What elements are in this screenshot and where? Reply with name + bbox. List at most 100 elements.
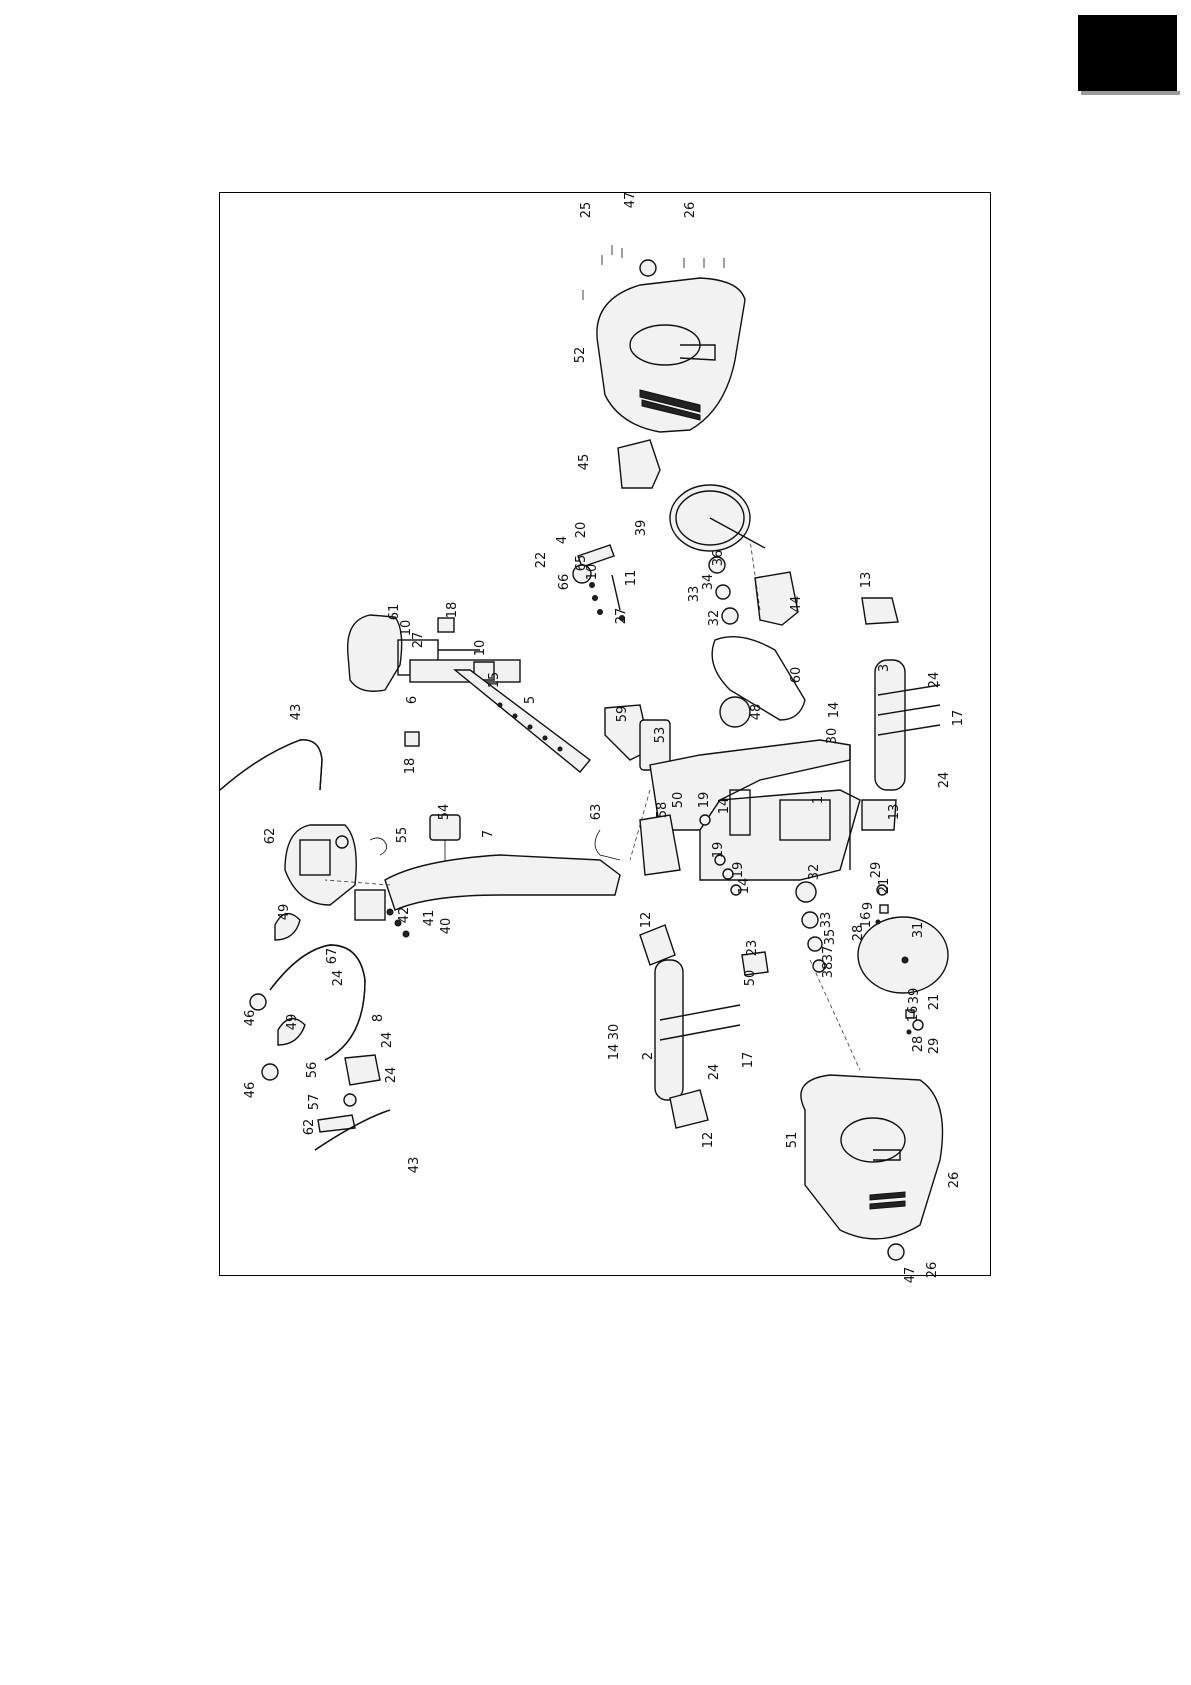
chain-cover-left bbox=[801, 1075, 943, 1260]
part-label: 21 bbox=[877, 878, 892, 895]
block-18-bottom bbox=[405, 732, 419, 746]
front-stabilizer bbox=[655, 960, 740, 1100]
handlebar-43-top bbox=[220, 740, 322, 790]
part-label: 24 bbox=[927, 672, 942, 689]
part-label: 13 bbox=[887, 804, 902, 821]
part-label: 19 bbox=[731, 862, 746, 879]
part-label: 11 bbox=[624, 570, 639, 587]
part-label: 4 bbox=[555, 536, 570, 544]
part-label: 39 bbox=[907, 988, 922, 1005]
part-label: 18 bbox=[445, 602, 460, 619]
part-label: 55 bbox=[395, 827, 410, 844]
part-label: 10 bbox=[473, 640, 488, 657]
part-label: 7 bbox=[481, 830, 496, 838]
clamp-assembly bbox=[318, 1055, 380, 1132]
part-label: 28 bbox=[911, 1036, 926, 1053]
part-label: 30 bbox=[825, 728, 840, 745]
part-label: 61 bbox=[387, 604, 402, 621]
part-label: 29 bbox=[927, 1038, 942, 1055]
part-label: 18 bbox=[403, 758, 418, 775]
part-label: 8 bbox=[371, 1014, 386, 1022]
part-label: 13 bbox=[859, 572, 874, 589]
chain-cover-right bbox=[597, 260, 745, 432]
wire-63 bbox=[595, 830, 620, 860]
part-label: 62 bbox=[302, 1119, 317, 1136]
part-label: 24 bbox=[707, 1064, 722, 1081]
part-label: 41 bbox=[422, 910, 437, 927]
part-label: 54 bbox=[437, 804, 452, 821]
part-label: 5 bbox=[523, 696, 538, 704]
part-label: 1 bbox=[811, 796, 826, 804]
part-label: 63 bbox=[589, 804, 604, 821]
part-label: 25 bbox=[579, 202, 594, 219]
part-label: 14 bbox=[717, 798, 732, 815]
part-label: 30 bbox=[607, 1024, 622, 1041]
part-label: 2 bbox=[641, 1052, 656, 1060]
part-label: 29 bbox=[869, 862, 884, 879]
part-label: 48 bbox=[749, 704, 764, 721]
main-frame bbox=[650, 740, 860, 880]
part-label: 9 bbox=[861, 902, 876, 910]
part-label: 53 bbox=[653, 727, 668, 744]
part-label: 57 bbox=[307, 1094, 322, 1111]
part-label: 21 bbox=[927, 994, 942, 1011]
belt-wheel bbox=[670, 485, 765, 551]
part-label: 42 bbox=[397, 907, 412, 924]
part-label: 39 bbox=[634, 520, 649, 537]
part-label: 59 bbox=[615, 706, 630, 723]
part-label: 51 bbox=[785, 1132, 800, 1149]
part-label: 34 bbox=[701, 574, 716, 591]
part-label: 24 bbox=[380, 1032, 395, 1049]
part-label: 24 bbox=[384, 1067, 399, 1084]
part-label: 46 bbox=[243, 1082, 258, 1099]
tension-knob bbox=[720, 697, 750, 727]
part-label: 60 bbox=[789, 667, 804, 684]
part-label: 44 bbox=[789, 596, 804, 613]
part-label: 33 bbox=[819, 912, 834, 929]
cap-46-top bbox=[250, 994, 266, 1010]
part-label: 43 bbox=[289, 704, 304, 721]
part-label: 36 bbox=[711, 550, 726, 567]
part-label: 56 bbox=[305, 1062, 320, 1079]
part-label: 47 bbox=[903, 1267, 918, 1284]
part-label: 14 bbox=[827, 702, 842, 719]
part-label: 32 bbox=[707, 610, 722, 627]
wheel-cap-12-top bbox=[640, 925, 675, 965]
part-label: 28 bbox=[851, 925, 866, 942]
part-label: 23 bbox=[745, 940, 760, 957]
part-label: 24 bbox=[937, 772, 952, 789]
part-label: 66 bbox=[557, 574, 572, 591]
end-cap-13-top bbox=[862, 598, 898, 624]
part-label: 45 bbox=[577, 454, 592, 471]
part-label: 31 bbox=[911, 922, 926, 939]
part-label: 33 bbox=[687, 586, 702, 603]
part-label: 58 bbox=[655, 802, 670, 819]
part-label: 50 bbox=[671, 792, 686, 809]
part-label: 26 bbox=[925, 1262, 940, 1279]
part-label: 12 bbox=[701, 1132, 716, 1149]
part-label: 3 bbox=[877, 664, 892, 672]
part-label: 17 bbox=[951, 710, 966, 727]
part-label: 26 bbox=[683, 202, 698, 219]
part-label: 46 bbox=[243, 1010, 258, 1027]
block-18-top bbox=[438, 618, 454, 632]
part-label: 50 bbox=[743, 970, 758, 987]
part-label: 20 bbox=[574, 522, 589, 539]
part-label: 52 bbox=[573, 347, 588, 364]
part-label: 43 bbox=[407, 1157, 422, 1174]
part-label: 14 bbox=[737, 878, 752, 895]
assembly-line bbox=[750, 540, 760, 610]
part-label: 27 bbox=[411, 632, 426, 649]
part-label: 19 bbox=[697, 792, 712, 809]
console bbox=[285, 825, 356, 905]
part-label: 62 bbox=[263, 828, 278, 845]
part-label: 17 bbox=[741, 1052, 756, 1069]
part-label: 32 bbox=[807, 864, 822, 881]
part-label: 16 bbox=[906, 1006, 921, 1023]
part-label: 14 bbox=[607, 1044, 622, 1061]
handlebar-column bbox=[385, 855, 620, 910]
part-label: 40 bbox=[439, 918, 454, 935]
part-label: 24 bbox=[331, 970, 346, 987]
part-label: 15 bbox=[487, 672, 502, 689]
part-label: 38 bbox=[821, 962, 836, 979]
